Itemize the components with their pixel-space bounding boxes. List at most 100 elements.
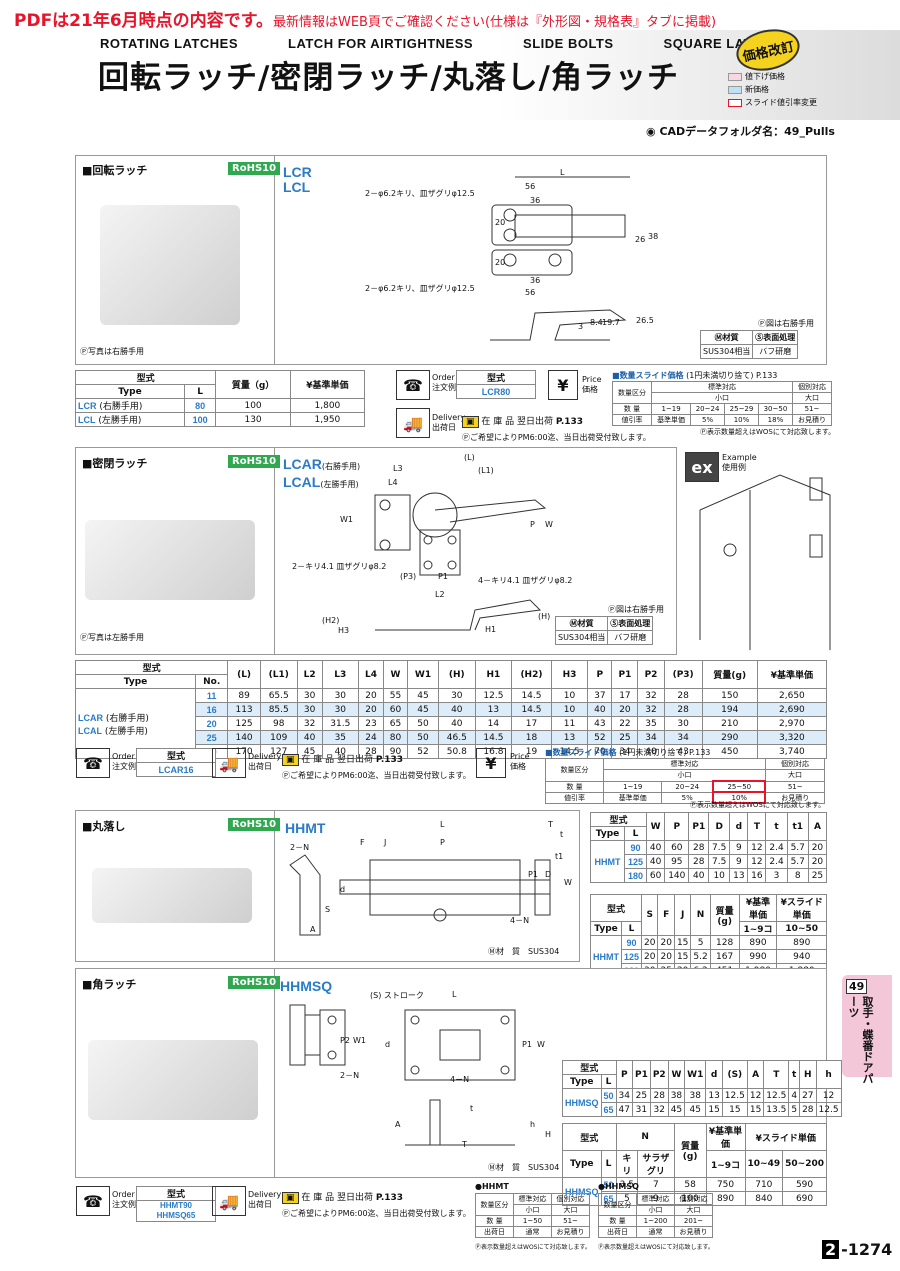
dim-label: 56 xyxy=(525,182,536,191)
hole-note: 2－φ6.2キリ、皿ザグリφ12.5 xyxy=(365,284,475,293)
dim-label: W xyxy=(564,878,572,887)
dim-label: (H2) xyxy=(322,616,340,625)
dim-label: J xyxy=(384,838,387,847)
rotating-latch-drawing xyxy=(490,176,630,341)
dim-label: H1 xyxy=(485,625,497,634)
dim-label: t1 xyxy=(555,852,564,861)
dim-label: (P3) xyxy=(400,572,417,581)
cad-folder: ◉ CADデータフォルダ名：49_Pulls xyxy=(646,125,835,138)
section-title: ■回転ラッチ xyxy=(82,164,148,177)
dim-label: D xyxy=(545,870,552,879)
dim-label: (L) xyxy=(464,453,475,462)
delivery-info: ▣ 在 庫 品 翌日出荷 P.133 xyxy=(462,414,583,428)
dim-label: (H) xyxy=(538,612,551,621)
delivery-note: Ⓟご希望によりPM6:00迄、当日出荷受付致します。 xyxy=(282,771,471,780)
page-number: 2-1274 xyxy=(822,1240,892,1259)
material-note: Ⓜ材 質 SUS304 xyxy=(488,947,560,956)
dim-label: 26 xyxy=(635,235,646,244)
table-row: 30170127454028905250.816.81914.570344043… xyxy=(76,744,828,759)
rohs-badge: RoHS10 xyxy=(228,818,281,831)
dim-label: W xyxy=(537,1040,545,1049)
dim-label: P2 xyxy=(340,1036,350,1045)
dim-label: F xyxy=(360,838,365,847)
order-icon: ☎ xyxy=(76,748,110,778)
dim-label: W1 xyxy=(353,1036,366,1045)
section-title: ■角ラッチ xyxy=(82,978,137,991)
section-title: ■丸落し xyxy=(82,820,126,833)
dim-label: t xyxy=(560,830,564,839)
dim-label: h xyxy=(530,1120,536,1129)
slide-note: Ⓟ表示数量超えはWOSにて対応致します。 xyxy=(598,1244,714,1251)
model-code: HHMT xyxy=(285,820,326,836)
order-icon: ☎ xyxy=(396,370,430,400)
dim-label: P xyxy=(530,520,535,529)
delivery-truck-icon: 🚚 xyxy=(396,408,430,438)
dim-label: 38 xyxy=(648,232,659,241)
dim-label: 56 xyxy=(525,288,536,297)
example-icon: ex xyxy=(685,452,719,482)
dim-label: W1 xyxy=(340,515,353,524)
delivery-truck-icon: 🚚 xyxy=(212,748,246,778)
dim-label: L xyxy=(440,820,445,829)
usage-example-drawing xyxy=(699,474,831,650)
figure-note: Ⓟ図は右勝手用 xyxy=(758,319,814,328)
model-code: HHMSQ xyxy=(280,978,333,994)
slide-note: Ⓟ表示数量超えはWOSにて対応致します。 xyxy=(690,801,826,809)
dim-label: 19.7 xyxy=(602,318,620,327)
dim-label: A xyxy=(310,925,316,934)
dim-label: 26.5 xyxy=(636,316,654,325)
dim-label: T xyxy=(462,1140,467,1149)
square-latch-photo xyxy=(88,1040,258,1120)
dim-label: 8.4 xyxy=(590,318,603,327)
dim-label: P xyxy=(440,838,445,847)
page-title: 回転ラッチ/密閉ラッチ/丸落し/角ラッチ xyxy=(98,60,679,96)
dim-label: 36 xyxy=(530,276,541,285)
dim-label: 4－N xyxy=(450,1075,470,1084)
delivery-info: ▣ 在 庫 品 翌日出荷 P.133 xyxy=(282,752,403,766)
slide-note: Ⓟ表示数量超えはWOSにて対応致します。 xyxy=(475,1244,591,1251)
slide-bolt-drawing xyxy=(289,854,551,936)
photo-note: Ⓟ写真は右勝手用 xyxy=(80,347,144,356)
model-codes: LCAR(右勝手用) LCAL(左勝手用) xyxy=(283,456,361,490)
dim-label: 2－N xyxy=(340,1071,360,1080)
rohs-badge: RoHS10 xyxy=(228,162,281,175)
dim-label: L3 xyxy=(393,464,403,473)
dim-label: (L1) xyxy=(478,466,494,475)
order-icon: ☎ xyxy=(76,1186,110,1216)
yen-icon: ¥ xyxy=(548,370,578,400)
hole-note: 4－キリ4.1 皿ザグリφ8.2 xyxy=(478,576,573,585)
yen-icon: ¥ xyxy=(476,748,506,778)
rohs-badge: RoHS10 xyxy=(228,976,281,989)
delivery-info: ▣ 在 庫 品 翌日出荷 P.133 xyxy=(282,1190,403,1204)
dim-label: t xyxy=(470,1104,474,1113)
dim-label: 36 xyxy=(530,196,541,205)
dim-label: 3 xyxy=(578,322,584,331)
chapter-tab[interactable]: 49 取手・蝶番ドアパーツ xyxy=(842,975,892,1084)
hole-note: 2－キリ4.1 皿ザグリφ8.2 xyxy=(292,562,387,571)
